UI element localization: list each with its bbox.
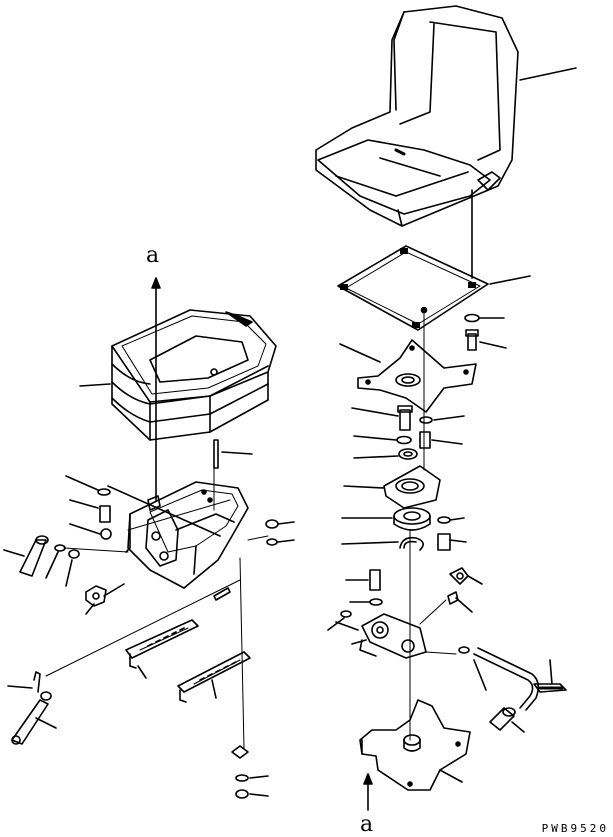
center-line: [419, 599, 447, 625]
leader-line: [211, 679, 217, 699]
bolt-icon: [369, 569, 381, 591]
leader-line: [65, 475, 99, 491]
slide-rail-icon: [125, 619, 199, 669]
leader-line: [549, 659, 553, 685]
seat-base-plate-icon: [337, 245, 489, 331]
center-line: [45, 579, 241, 677]
center-line: [247, 535, 269, 541]
drawing-id: PWB9520: [541, 822, 609, 835]
leader-line: [455, 597, 473, 613]
leader-line: [335, 621, 359, 631]
bolt-icon: [437, 533, 451, 551]
leader-line: [353, 435, 397, 441]
washer-icon: [97, 488, 111, 496]
leader-line: [249, 775, 269, 779]
leader-line: [351, 407, 399, 417]
snap-ring-icon: [399, 536, 424, 551]
nut-icon: [398, 448, 418, 460]
bolt-icon: [419, 431, 431, 449]
leader-line: [85, 603, 95, 615]
swivel-plate-icon: [357, 339, 477, 413]
ball-joint-icon: [100, 528, 112, 540]
bottom-bracket-icon: [359, 699, 471, 791]
lock-lever-icon: [359, 613, 427, 659]
washer-icon: [437, 516, 451, 524]
seat-cushion-icon: [315, 5, 519, 227]
height-lever-icon: [19, 535, 49, 577]
center-line: [127, 499, 231, 531]
nut-icon: [68, 549, 80, 559]
leader-line: [69, 499, 99, 509]
washer-icon: [396, 435, 412, 445]
ref-label-a-top: a: [146, 243, 160, 268]
nut-icon: [340, 610, 352, 618]
leader-line: [35, 717, 57, 729]
leader-line: [45, 551, 59, 579]
washer-icon: [458, 646, 470, 654]
pin-icon: [213, 439, 219, 469]
leader-line: [467, 575, 483, 585]
leader-line: [439, 769, 463, 783]
bolt-icon: [99, 505, 111, 523]
ball-bearing-icon: [393, 507, 431, 531]
suspension-bellows-icon: [111, 309, 277, 441]
nut-icon: [265, 519, 279, 529]
adjust-knob-icon: [85, 583, 125, 607]
suspension-frame-icon: [125, 481, 249, 589]
center-line: [239, 557, 245, 749]
leader-line: [473, 659, 487, 691]
washer-icon: [235, 774, 249, 782]
washer-bolt-icon: [464, 313, 480, 351]
leader-line: [69, 523, 101, 535]
bearing-housing-icon: [383, 465, 441, 509]
washer-icon: [369, 598, 383, 606]
center-line: [63, 547, 129, 553]
leader-line: [511, 721, 525, 733]
leader-line: [137, 665, 147, 679]
arrow-head-icon: [151, 277, 161, 289]
leader-line: [433, 415, 465, 421]
leader-line: [449, 517, 465, 521]
pin-icon: [213, 587, 231, 601]
leader-line: [343, 485, 385, 489]
leader-line: [341, 541, 399, 545]
lever-rod-icon: [473, 647, 540, 711]
nut-icon: [235, 789, 249, 799]
leader-line: [3, 549, 25, 557]
leader-line: [327, 617, 345, 631]
leader-line: [277, 521, 295, 525]
leader-line: [479, 341, 507, 349]
ref-label-a-bottom: a: [360, 812, 374, 837]
leader-line: [221, 451, 253, 455]
leader-line: [431, 439, 463, 445]
leader-line: [277, 539, 295, 543]
bracket-icon: [449, 567, 469, 585]
pin-icon: [33, 671, 41, 693]
slide-rail-icon: [177, 651, 251, 703]
center-line: [425, 651, 457, 655]
bolt-icon: [397, 405, 413, 431]
arrow-head-icon: [363, 773, 373, 785]
release-lever-icon: [11, 691, 52, 745]
leader-line: [489, 275, 531, 285]
leader-line: [65, 559, 73, 587]
leader-line: [519, 67, 577, 81]
washer-icon: [419, 416, 433, 424]
washer-icon: [266, 538, 278, 546]
plate-washer-icon: [231, 745, 249, 759]
leader-line: [7, 685, 33, 689]
leader-line: [449, 539, 467, 543]
leader-line: [353, 455, 399, 459]
leader-line: [249, 793, 269, 797]
leader-line: [79, 383, 111, 387]
leader-line: [107, 485, 221, 537]
leader-line: [351, 639, 367, 645]
leader-line: [339, 343, 381, 363]
grip-sleeve-icon: [489, 707, 516, 731]
